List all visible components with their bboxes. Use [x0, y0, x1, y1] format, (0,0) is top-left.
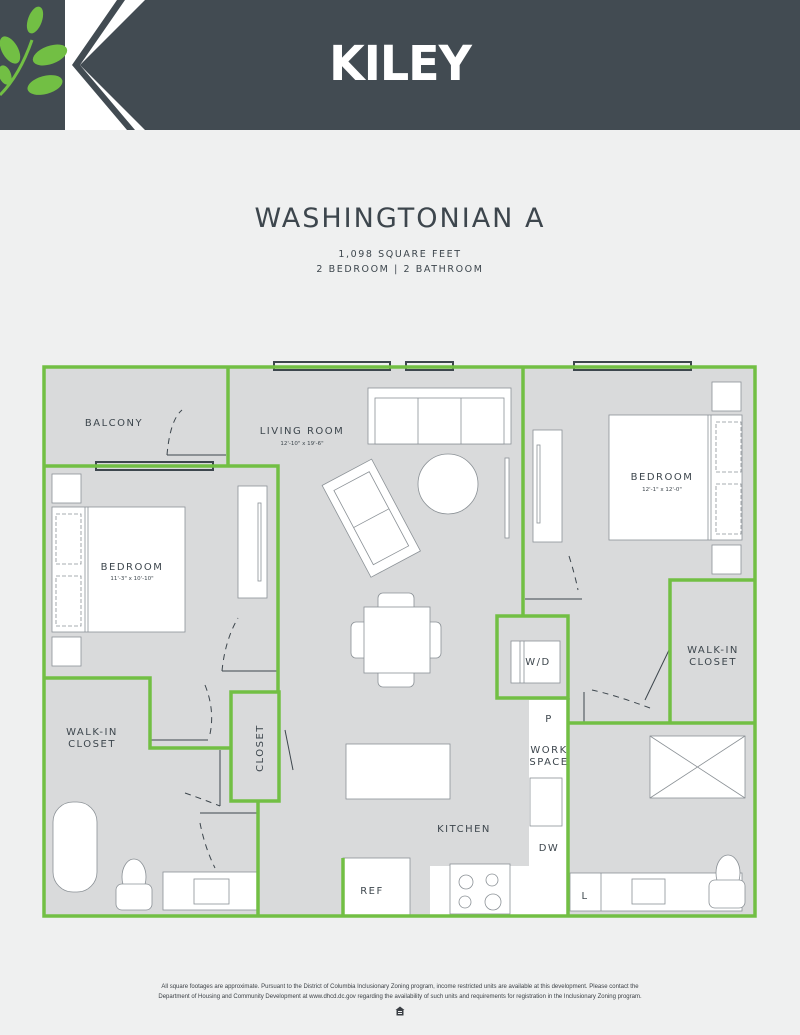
label-linen: L: [581, 891, 588, 902]
label-dishwasher: DW: [539, 843, 560, 854]
brand-name: KILEY: [329, 34, 472, 92]
equal-housing-opportunity-icon: [395, 1006, 405, 1016]
room-label-bedroom-left: BEDROOM: [101, 562, 164, 573]
room-label-bedroom-right: BEDROOM: [631, 472, 694, 483]
plan-title: WASHINGTONIAN A: [254, 203, 546, 234]
room-label-walkin-left-2: CLOSET: [68, 739, 116, 750]
kiley-logo-icon: [0, 0, 145, 130]
header-banner: KILEY: [0, 0, 800, 130]
label-pantry: P: [545, 714, 553, 725]
room-label-walkin-right-2: CLOSET: [689, 657, 737, 668]
room-dim-bedroom-right: 12'-1" x 12'-0": [642, 487, 682, 493]
disclaimer-line-2: Department of Housing and Community Deve…: [158, 994, 642, 1000]
room-label-kitchen: KITCHEN: [437, 824, 491, 835]
room-label-balcony: BALCONY: [85, 418, 143, 429]
label-work-space-2: SPACE: [529, 757, 568, 768]
label-refrigerator: REF: [360, 886, 384, 897]
coffee-table: [417, 453, 479, 515]
disclaimer: All square footages are approximate. Pur…: [90, 982, 710, 1002]
refrigerator: [342, 857, 411, 916]
disclaimer-line-1: All square footages are approximate. Pur…: [161, 984, 639, 990]
room-dim-bedroom-left: 11'-3" x 10'-10": [110, 576, 153, 582]
bed-bath-count: 2 BEDROOM | 2 BATHROOM: [316, 264, 484, 275]
label-work-space-1: WORK: [530, 745, 567, 756]
square-feet: 1,098 SQUARE FEET: [338, 249, 462, 260]
room-dim-living: 12'-10" x 19'-6": [280, 441, 323, 447]
room-label-walkin-left-1: WALK-IN: [66, 727, 118, 738]
kitchen-island: [345, 743, 451, 800]
label-washer-dryer: W/D: [525, 657, 550, 668]
room-label-closet: CLOSET: [255, 724, 266, 772]
room-label-living: LIVING ROOM: [260, 426, 345, 437]
room-label-walkin-right-1: WALK-IN: [687, 645, 739, 656]
